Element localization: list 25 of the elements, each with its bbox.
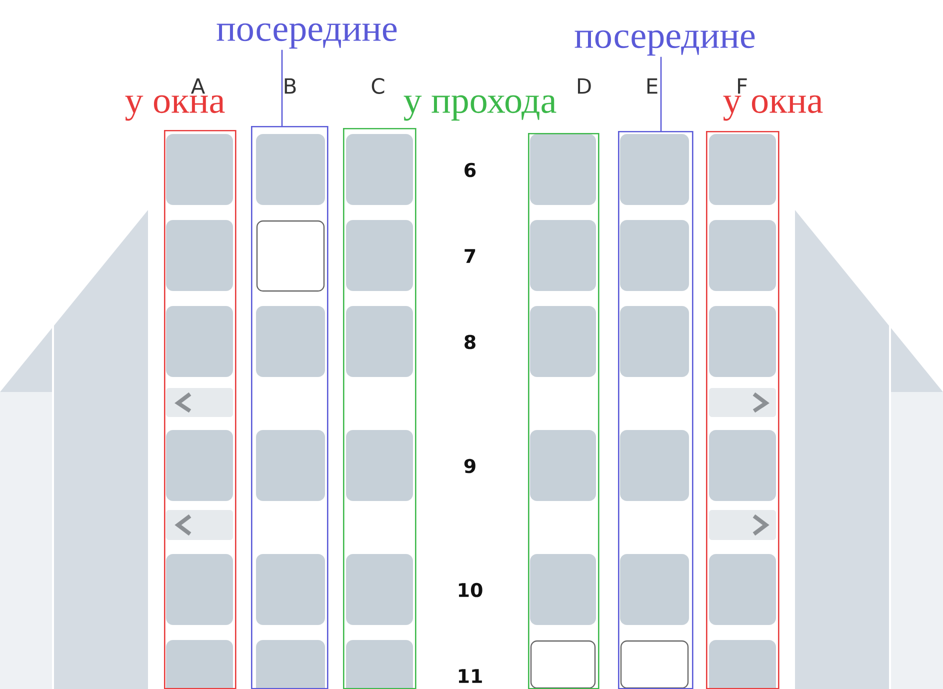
column-letter: A [190,78,206,94]
column-letter: C [372,78,384,94]
seat-column-outline [343,128,416,689]
row-number: 10 [458,582,482,598]
seat-column-outline [251,126,328,689]
seat-type-label: у окна [125,95,225,121]
row-number: 9 [464,458,476,474]
column-letter: B [284,78,296,94]
seat-type-label: посередине [574,30,755,56]
column-letter: F [738,78,747,94]
leader-line [660,56,662,131]
seat-column-outline [528,133,600,689]
seat-column-outline [618,131,694,689]
seat-type-label: у прохода [404,95,556,121]
row-number: 11 [458,669,482,683]
seat-type-label: у окна [723,95,823,121]
column-letter: D [578,78,591,94]
row-number: 6 [464,162,476,178]
seat-column-outline [706,131,780,689]
seat-column-outline [164,130,236,689]
seat-type-label: посередине [216,23,397,49]
row-number: 8 [464,334,476,350]
leader-line [281,50,283,126]
row-number: 7 [464,249,476,263]
column-letter: E [647,78,658,94]
